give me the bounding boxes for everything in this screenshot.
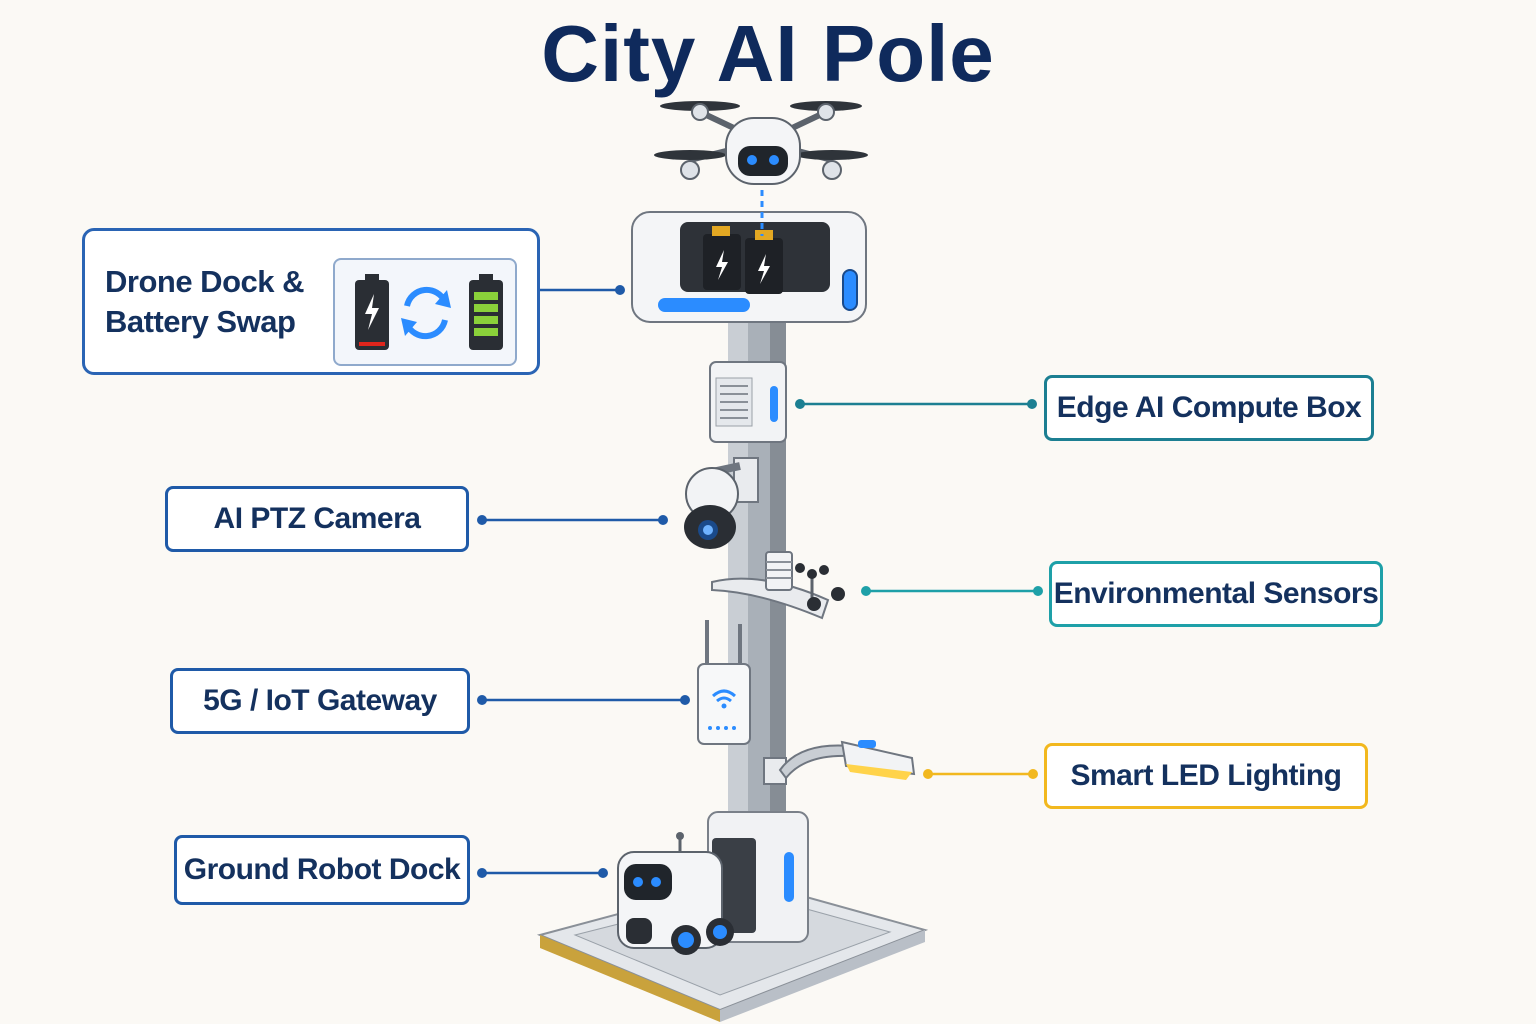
robot-dock-label: Ground Robot Dock (174, 835, 470, 905)
smart-led-light (763, 740, 916, 785)
drone-dock-label-text: Drone Dock & Battery Swap (105, 263, 304, 339)
edge-ai-label: Edge AI Compute Box (1044, 375, 1374, 441)
battery-swap-panel (333, 258, 517, 366)
full-battery-icon (469, 274, 503, 350)
drone-dock-label: Drone Dock & Battery Swap (82, 228, 540, 375)
page-title: City AI Pole (541, 9, 995, 98)
ground-robot (617, 832, 734, 955)
swap-arrows-icon (401, 286, 451, 340)
drone (654, 101, 868, 236)
edge-ai-compute-box (709, 361, 787, 443)
drone-dock (631, 211, 867, 323)
led-lighting-label: Smart LED Lighting (1044, 743, 1368, 809)
ptz-camera-label: AI PTZ Camera (165, 486, 469, 552)
env-sensors-label: Environmental Sensors (1049, 561, 1383, 627)
ptz-camera (684, 457, 759, 549)
gateway-label: 5G / IoT Gateway (170, 668, 470, 734)
iot-gateway (697, 620, 751, 745)
environmental-sensors (711, 551, 845, 620)
connector-lines (477, 285, 1043, 878)
low-battery-icon (355, 274, 389, 350)
